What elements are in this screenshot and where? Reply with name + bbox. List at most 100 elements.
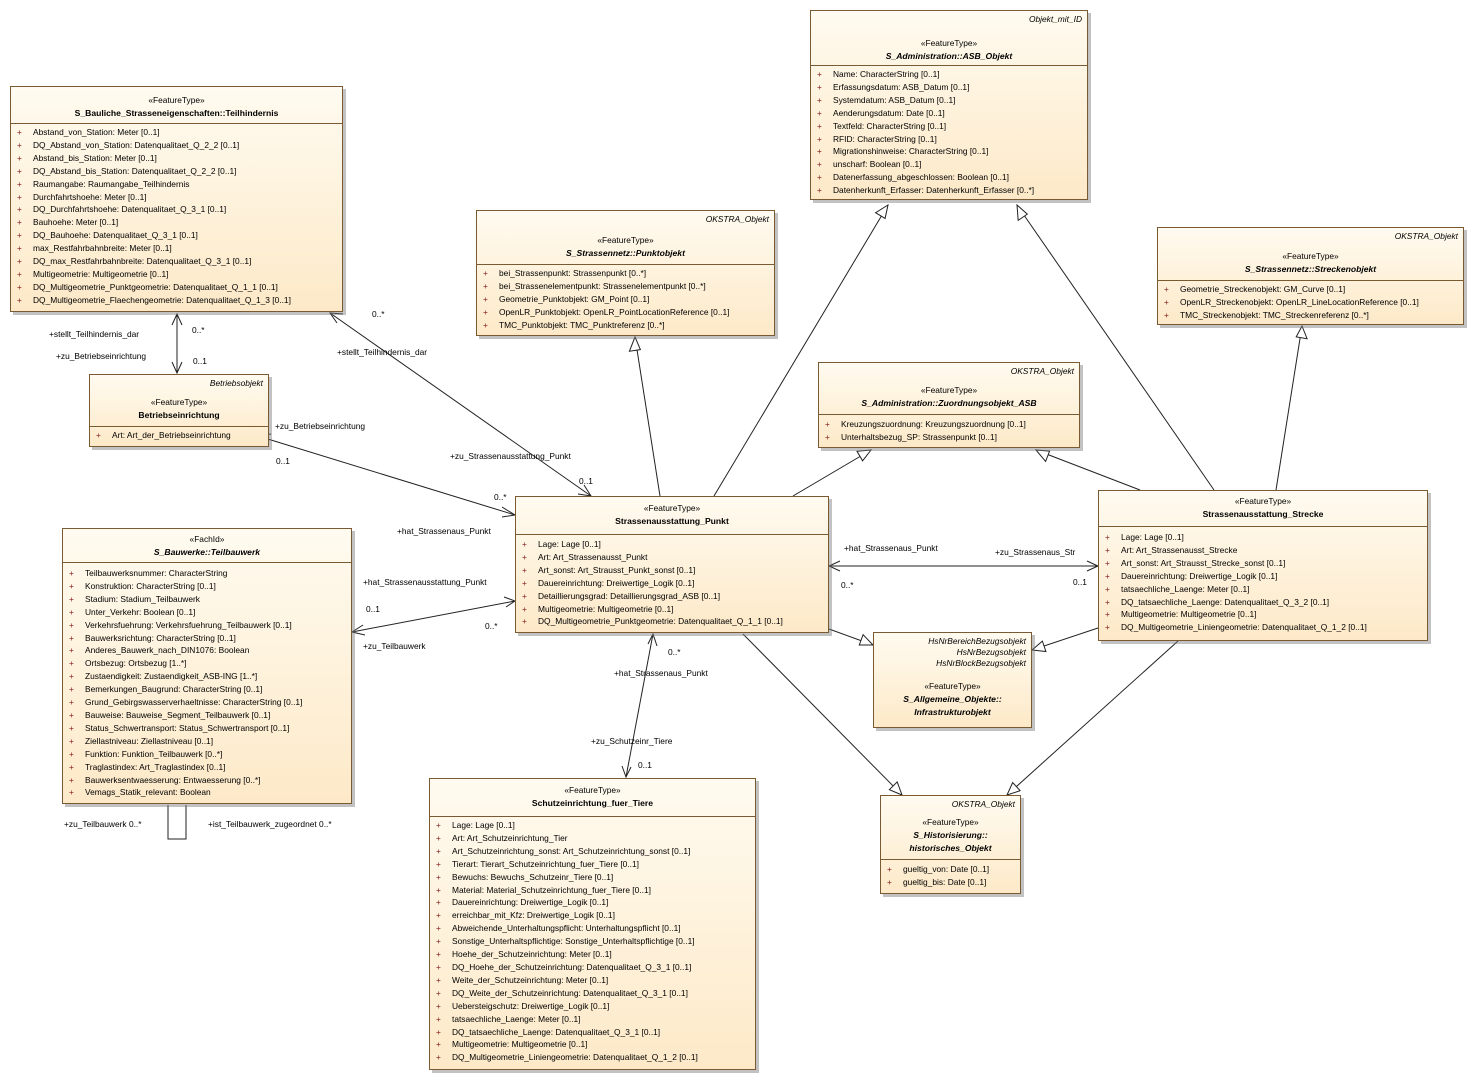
public-visibility-icon: + [69,606,74,617]
attribute-row: +DQ_Hoehe_der_Schutzeinrichtung: Datenqu… [435,961,755,974]
attribute-row: +Bauhoehe: Meter [0..1] [16,216,342,229]
attribute-text: TMC_Punktobjekt: TMC_Punktreferenz [0..*… [499,319,665,330]
public-visibility-icon: + [69,774,74,785]
public-visibility-icon: + [1164,284,1169,294]
class-name: S_Strassennetz::Streckenobjekt [1244,263,1377,274]
attribute-row: +Status_Schwertransport: Status_Schwertr… [68,722,351,735]
attribute-row: +Traglastindex: Art_Traglastindex [0..1] [68,761,351,774]
public-visibility-icon: + [69,593,74,604]
public-visibility-icon: + [1105,596,1110,607]
attribute-text: Aenderungsdatum: Date [0..1] [833,107,945,118]
attribute-text: Datenherkunft_Erfasser: Datenherkunft_Er… [833,185,1035,196]
attribute-row: +Geometrie_Streckenobjekt: GM_Curve [0..… [1163,283,1463,296]
attribute-text: Uebersteigschutz: Dreiwertige_Logik [0..… [452,1000,610,1011]
class-schutzeinrichtung-fuer-tiere[interactable]: «FeatureType» Schutzeinrichtung_fuer_Tie… [429,778,756,1070]
attribute-row: +Anderes_Bauwerk_nach_DIN1076: Boolean [68,644,351,657]
class-name: S_Bauliche_Strasseneigenschaften::Teilhi… [74,107,279,118]
public-visibility-icon: + [817,172,822,183]
attribute-text: Status_Schwertransport: Status_Schwertra… [85,722,290,733]
attribute-row: +Kreuzungszuordnung: Kreuzungszuordnung … [824,418,1079,431]
compartment-divider [811,65,1087,66]
public-visibility-icon: + [17,204,22,215]
compartment-divider [63,562,351,563]
gen-strecke-to-asb [1016,204,1215,491]
attribute-text: unscharf: Boolean [0..1] [833,159,922,170]
public-visibility-icon: + [69,568,74,578]
attribute-text: Art_sonst: Art_Strausst_Punkt_sonst [0..… [538,564,696,575]
attribute-row: +Multigeometrie: Multigeometrie [0..1] [1104,608,1427,621]
attribute-text: Dauereinrichtung: Dreiwertige_Logik [0..… [538,577,695,588]
attribute-text: DQ_Multigeometrie_Liniengeometrie: Daten… [452,1052,698,1063]
attribute-text: Bauhoehe: Meter [0..1] [33,217,119,228]
class-stereotype: «FeatureType» [643,503,701,513]
attribute-text: Sonstige_Unterhaltspflichtige: Sonstige_… [452,936,695,947]
public-visibility-icon: + [17,178,22,189]
attribute-text: Art: Art_Strassenausst_Strecke [1121,544,1238,555]
class-teilhindernis[interactable]: «FeatureType» S_Bauliche_Strasseneigensc… [10,86,343,312]
role-label: +stellt_Teilhindernis_dar [337,347,428,357]
attribute-text: Bemerkungen_Baugrund: CharacterString [0… [85,684,263,695]
public-visibility-icon: + [96,430,101,440]
attribute-text: Stadium: Stadium_Teilbauwerk [85,593,200,604]
public-visibility-icon: + [483,293,488,304]
multiplicity-label: 0..* [192,325,205,335]
public-visibility-icon: + [817,81,822,92]
class-strassenausstattung-strecke[interactable]: «FeatureType» Strassenausstattung_Streck… [1098,490,1428,641]
public-visibility-icon: + [17,191,22,202]
attribute-row: +Dauereinrichtung: Dreiwertige_Logik [0.… [1104,570,1427,583]
attribute-text: OpenLR_Punktobjekt: OpenLR_PointLocation… [499,306,730,317]
public-visibility-icon: + [817,159,822,170]
class-tag: HsNrBereichBezugsobjekt HsNrBezugsobjekt… [928,636,1026,668]
class-name: Strassenausstattung_Punkt [615,515,729,526]
attribute-text: Abweichende_Unterhaltungspflicht: Unterh… [452,923,681,934]
compartment-divider [881,859,1020,860]
attribute-list: +Art: Art_der_Betriebseinrichtung [90,429,268,442]
attribute-row: +Bewuchs: Bewuchs_Schutzeinr_Tiere [0..1… [435,871,755,884]
attribute-row: + DQ_Durchfahrtshoehe: Datenqualitaet_Q_3… [16,203,342,216]
attribute-row: +Lage: Lage [0..1] [521,538,828,551]
public-visibility-icon: + [436,974,441,985]
class-punktobjekt[interactable]: OKSTRA_Objekt «FeatureType» S_Strassenne… [476,210,775,336]
attribute-row: +DQ_Abstand_von_Station: Datenqualitaet_… [16,139,342,152]
public-visibility-icon: + [817,69,822,79]
attribute-list: +Lage: Lage [0..1]+Art: Art_Strassenauss… [516,538,828,628]
public-visibility-icon: + [436,1000,441,1011]
class-asb-objekt[interactable]: Objekt_mit_ID «FeatureType» S_Administra… [810,10,1088,200]
class-name: S_Bauwerke::Teilbauwerk [153,546,261,557]
class-historisches-objekt[interactable]: OKSTRA_Objekt «FeatureType» S_Historisie… [880,795,1021,894]
public-visibility-icon: + [436,820,441,830]
attribute-text: Weite_der_Schutzeinrichtung: Meter [0..1… [452,974,609,985]
attribute-text: bei_Strassenelementpunkt: Strassenelemen… [499,280,706,291]
attribute-text: Teilbauwerksnummer: CharacterString [85,568,228,578]
role-label: +hat_Strassenaus_Punkt [844,543,938,553]
public-visibility-icon: + [817,146,822,157]
attribute-text: Ortsbezug: Ortsbezug [1..*] [85,658,187,669]
attribute-list: +Abstand_von_Station: Meter [0..1]+DQ_Ab… [11,126,342,307]
class-streckenobjekt[interactable]: OKSTRA_Objekt «FeatureType» S_Strassenne… [1157,227,1464,325]
attribute-row: +TMC_Punktobjekt: TMC_Punktreferenz [0..… [482,319,774,332]
class-teilbauwerk[interactable]: «FachId» S_Bauwerke::Teilbauwerk +Teilba… [62,528,352,804]
compartment-divider [477,264,774,265]
public-visibility-icon: + [436,987,441,998]
public-visibility-icon: + [436,1013,441,1024]
class-infrastrukturobjekt[interactable]: HsNrBereichBezugsobjekt HsNrBezugsobjekt… [873,632,1032,728]
class-strassenausstattung-punkt[interactable]: «FeatureType» Strassenausstattung_Punkt … [515,496,829,633]
attribute-text: Vemags_Statik_relevant: Boolean [85,787,211,798]
attribute-text: Multigeometrie: Multigeometrie [0..1] [452,1039,588,1050]
class-tag: OKSTRA_Objekt [705,214,769,224]
class-zuordnungsobjekt[interactable]: OKSTRA_Objekt «FeatureType» S_Administra… [818,362,1080,448]
attribute-row: +bei_Strassenpunkt: Strassenpunkt [0..*] [482,267,774,280]
attribute-text: DQ_Durchfahrtshoehe: Datenqualitaet_Q_3_… [33,204,227,215]
attribute-row: +Abstand_bis_Station: Meter [0..1] [16,152,342,165]
attribute-row: +DQ_max_Restfahrbahnbreite: Datenqualita… [16,255,342,268]
attribute-text: TMC_Streckenobjekt: TMC_Streckenreferenz… [1180,309,1369,320]
compartment-divider [819,414,1079,415]
attribute-row: +Bauweise: Bauweise_Segment_Teilbauwerk … [68,709,351,722]
attribute-list: +Teilbauwerksnummer: CharacterString+Kon… [63,567,351,799]
public-visibility-icon: + [69,632,74,643]
attribute-text: Textfeld: CharacterString [0..1] [833,120,947,131]
public-visibility-icon: + [17,243,22,254]
attribute-text: Tierart: Tierart_Schutzeinrichtung_fuer_… [452,858,639,869]
attribute-row: +Erfassungsdatum: ASB_Datum [0..1] [816,81,1087,94]
class-betriebseinrichtung[interactable]: Betriebsobjekt «FeatureType» Betriebsein… [89,374,269,447]
